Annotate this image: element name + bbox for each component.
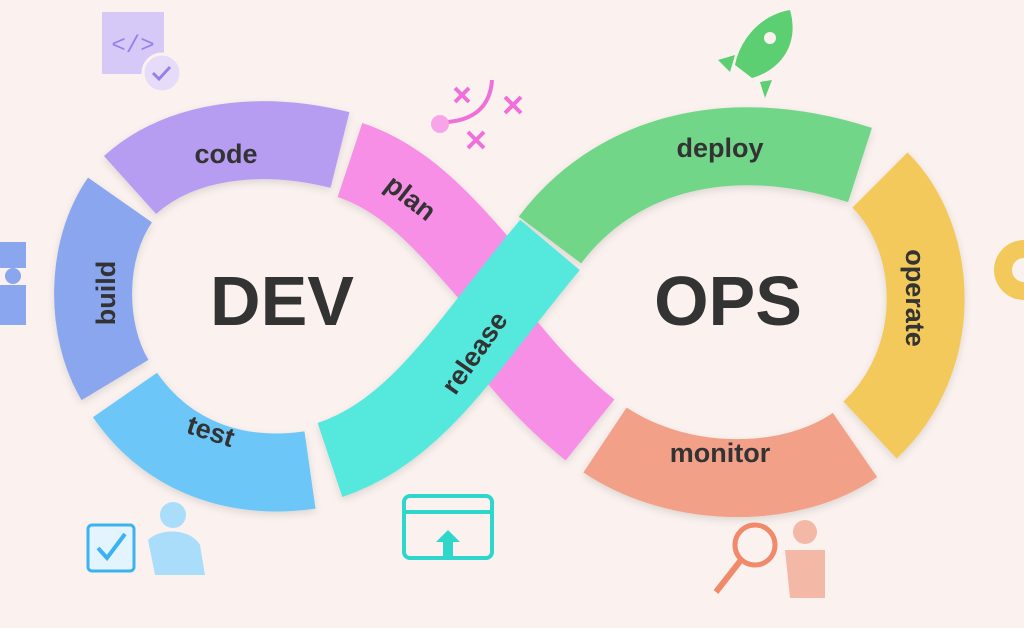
stage-operate-label: operate [900, 249, 930, 347]
svg-text:</>: </> [111, 33, 154, 60]
stage-code-label: code [194, 139, 257, 169]
rocket-icon [718, 10, 793, 98]
test-segment [92, 371, 316, 512]
gear-icon [994, 240, 1024, 300]
tester-icon [86, 502, 205, 575]
stage-monitor-label: monitor [670, 438, 771, 468]
dev-title: DEV [210, 262, 354, 340]
build-segment [54, 177, 153, 401]
code-segment [103, 101, 350, 215]
monitor-segment [583, 406, 878, 518]
puzzle-icon [0, 242, 26, 325]
stage-build-label: build [91, 261, 121, 325]
stage-deploy-label: deploy [676, 133, 763, 163]
release-window-icon [402, 494, 494, 560]
strategy-icon [431, 79, 523, 150]
operate-segment [842, 152, 965, 459]
deploy-segment [518, 107, 872, 265]
monitoring-icon [713, 520, 825, 598]
code-icon: </> [102, 12, 183, 94]
release-segment [316, 219, 580, 497]
ops-title: OPS [654, 262, 802, 340]
plan-segment [336, 123, 520, 301]
